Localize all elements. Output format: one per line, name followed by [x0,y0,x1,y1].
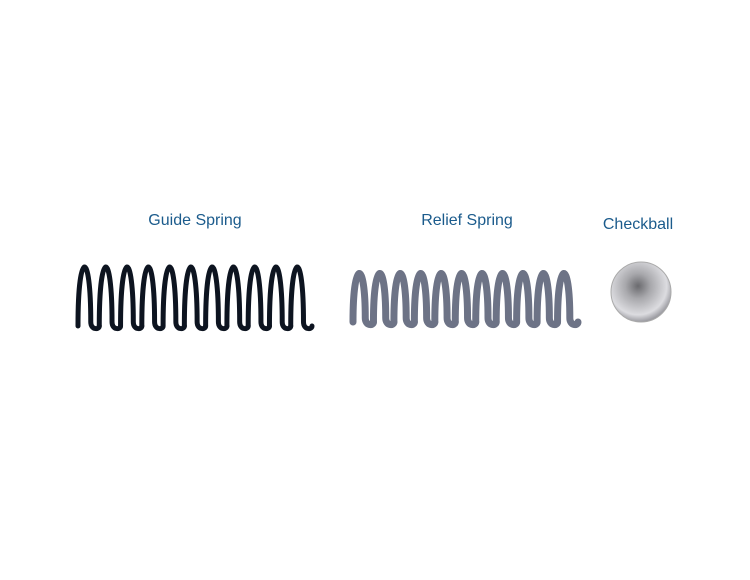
checkball [610,261,672,323]
spring-coil [96,264,124,332]
spring-coil [203,264,230,332]
spring-coil [288,264,315,332]
checkball-label: Checkball [602,216,674,233]
guide-spring [75,264,315,332]
spring-coil [160,264,187,332]
spring-coil [139,264,166,332]
spring-coil [245,264,272,332]
spring-coil [224,264,251,332]
spring-coil [266,264,294,332]
relief-spring-label: Relief Spring [421,212,513,229]
guide-spring-label: Guide Spring [148,212,242,229]
spring-coil [181,264,209,332]
relief-spring [349,270,582,329]
spring-coil [118,264,145,332]
spring-coil [554,270,582,329]
spring-coil [75,264,102,332]
